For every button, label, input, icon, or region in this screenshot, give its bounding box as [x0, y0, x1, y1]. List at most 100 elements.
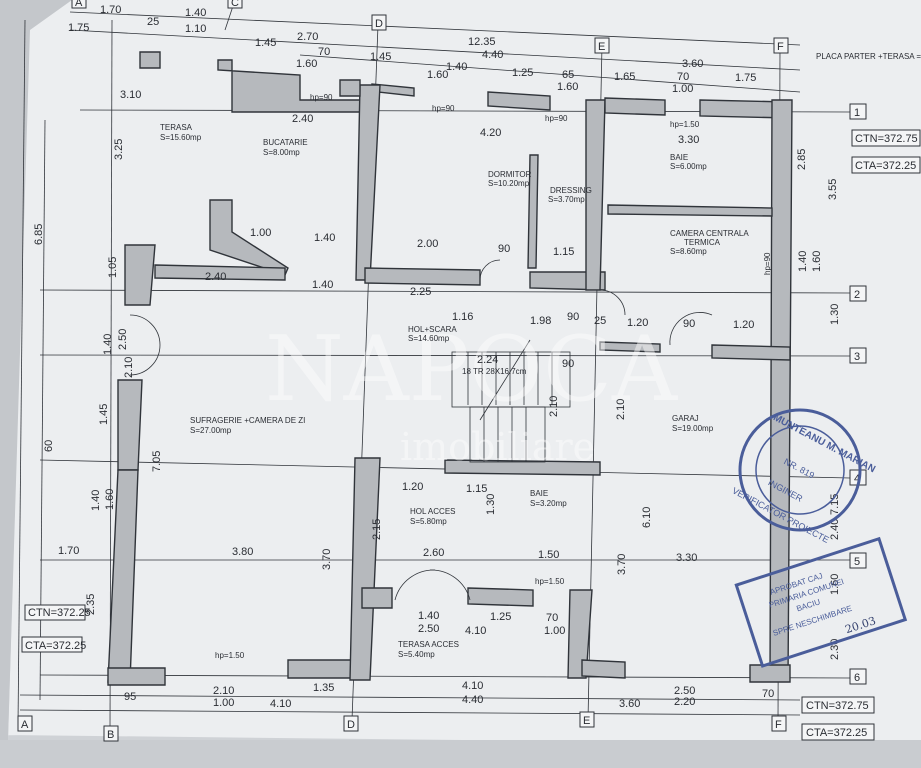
axis-3: 3: [854, 351, 860, 363]
dimensions-top: 1.70 1.40 1.75 25 1.10 1.45 2.70 12.35 7…: [68, 4, 756, 95]
svg-text:1.98: 1.98: [530, 315, 551, 327]
dimensions-right: 2.85 3.55 1.40 1.60 1.30 7.15 2.40 3.30 …: [321, 149, 841, 660]
svg-text:1.15: 1.15: [466, 483, 487, 495]
svg-text:1.35: 1.35: [313, 682, 334, 694]
svg-text:S=15.60mp: S=15.60mp: [160, 133, 202, 142]
svg-text:1.40: 1.40: [797, 251, 809, 272]
dimensions-bottom: 95 2.10 1.00 1.35 4.10 4.10 4.40 2.50 2.…: [124, 680, 774, 710]
level-cta-top: CTA=372.25: [855, 160, 916, 172]
svg-text:3.60: 3.60: [619, 698, 640, 710]
room-baie-1: BAIE: [670, 153, 688, 162]
svg-text:1.00: 1.00: [213, 697, 234, 709]
svg-text:2.50: 2.50: [674, 685, 695, 697]
svg-text:S=3.70mp: S=3.70mp: [548, 195, 585, 204]
axis-e-bottom: E: [583, 715, 590, 727]
axis-2: 2: [854, 289, 860, 301]
svg-text:2.85: 2.85: [796, 149, 808, 170]
grid-axis-labels: A C D E F 1 2 3 4 5 6 A B D E F: [17, 0, 867, 742]
svg-text:1.75: 1.75: [735, 72, 756, 84]
svg-text:1.25: 1.25: [512, 67, 533, 79]
svg-text:2.40: 2.40: [829, 519, 841, 540]
svg-text:1.70: 1.70: [58, 545, 79, 557]
axis-f-top: F: [777, 41, 784, 53]
svg-text:hp=90: hp=90: [763, 252, 772, 275]
level-cta-bottom: CTA=372.25: [806, 727, 867, 739]
svg-text:2.40: 2.40: [292, 113, 313, 125]
svg-text:1.30: 1.30: [829, 304, 841, 325]
dimensions-inner: 3.10 2.40 4.20 3.30 1.00 1.40 2.00 90 1.…: [120, 89, 754, 637]
svg-text:2.10: 2.10: [123, 357, 135, 378]
axis-6: 6: [854, 672, 860, 684]
paper-sheet: [8, 0, 921, 745]
sheet-title: PLACA PARTER +TERASA =15: [816, 52, 921, 61]
level-ctn-bottom: CTN=372.75: [806, 700, 869, 712]
room-hol-scara: HOL+SCARA: [408, 325, 457, 334]
svg-text:3.80: 3.80: [232, 546, 253, 558]
svg-text:2.50: 2.50: [418, 623, 439, 635]
svg-text:25: 25: [147, 16, 159, 28]
svg-text:7.15: 7.15: [829, 494, 841, 515]
svg-text:65: 65: [562, 69, 574, 81]
svg-text:2.25: 2.25: [410, 286, 431, 298]
room-bucatarie: BUCATARIE: [263, 138, 308, 147]
svg-text:4.10: 4.10: [270, 698, 291, 710]
svg-text:12.35: 12.35: [468, 36, 496, 48]
svg-text:1.05: 1.05: [107, 257, 119, 278]
svg-text:S=5.80mp: S=5.80mp: [410, 517, 447, 526]
svg-text:1.25: 1.25: [490, 611, 511, 623]
svg-text:1.75: 1.75: [68, 22, 89, 34]
axis-d-bottom: D: [347, 719, 355, 731]
svg-text:1.15: 1.15: [553, 246, 574, 258]
svg-text:2.15: 2.15: [371, 519, 383, 540]
svg-text:6.85: 6.85: [33, 224, 45, 245]
svg-text:1.30: 1.30: [485, 494, 497, 515]
svg-text:4.20: 4.20: [480, 127, 501, 139]
room-garaj: GARAJ: [672, 414, 699, 423]
svg-text:2.60: 2.60: [423, 547, 444, 559]
walls: [107, 51, 793, 686]
svg-text:6.10: 6.10: [641, 507, 653, 528]
svg-text:90: 90: [683, 318, 695, 330]
svg-text:1.20: 1.20: [627, 317, 648, 329]
svg-text:1.40: 1.40: [446, 61, 467, 73]
room-dormitor: DORMITOR: [488, 170, 532, 179]
svg-text:90: 90: [562, 358, 574, 370]
room-hol-acces: HOL ACCES: [410, 507, 456, 516]
svg-text:1.45: 1.45: [98, 404, 110, 425]
svg-text:S=19.00mp: S=19.00mp: [672, 424, 714, 433]
svg-text:S=14.60mp: S=14.60mp: [408, 334, 450, 343]
doors: [129, 259, 713, 601]
svg-text:1.60: 1.60: [811, 251, 823, 272]
svg-text:2.35: 2.35: [85, 594, 97, 615]
svg-text:hp=90: hp=90: [432, 104, 455, 113]
svg-text:1.50: 1.50: [538, 549, 559, 561]
room-baie-2: BAIE: [530, 489, 548, 498]
svg-text:1.40: 1.40: [102, 334, 114, 355]
svg-text:3.10: 3.10: [120, 89, 141, 101]
svg-text:S=5.40mp: S=5.40mp: [398, 650, 435, 659]
svg-text:1.40: 1.40: [312, 279, 333, 291]
room-sufragerie: SUFRAGERIE +CAMERA DE ZI: [190, 416, 305, 425]
stair-note: 18 TR 28X16.7cm: [462, 367, 527, 376]
svg-text:2.40: 2.40: [205, 271, 226, 283]
svg-text:1.00: 1.00: [250, 227, 271, 239]
svg-text:1.40: 1.40: [90, 490, 102, 511]
svg-text:1.60: 1.60: [104, 489, 116, 510]
room-terasa: TERASA: [160, 123, 193, 132]
svg-text:1.45: 1.45: [255, 37, 276, 49]
svg-text:1.20: 1.20: [733, 319, 754, 331]
svg-text:3.25: 3.25: [113, 139, 125, 160]
dimensions-left: 3.25 6.85 1.05 1.40 2.50 2.10 1.45 60 7.…: [33, 139, 253, 615]
level-boxes: CTN=372.75 CTA=372.25 CTN=372.25 CTA=372…: [21, 129, 921, 741]
svg-text:TERMICA: TERMICA: [684, 238, 721, 247]
watermark-sub: imobiliare: [400, 425, 595, 469]
axis-5: 5: [854, 556, 860, 568]
level-ctn-top: CTN=372.75: [855, 133, 918, 145]
svg-text:1.40: 1.40: [185, 7, 206, 19]
svg-text:S=8.00mp: S=8.00mp: [263, 148, 300, 157]
svg-text:70: 70: [762, 688, 774, 700]
svg-text:7.05: 7.05: [151, 451, 163, 472]
svg-text:S=10.20mp: S=10.20mp: [488, 179, 530, 188]
